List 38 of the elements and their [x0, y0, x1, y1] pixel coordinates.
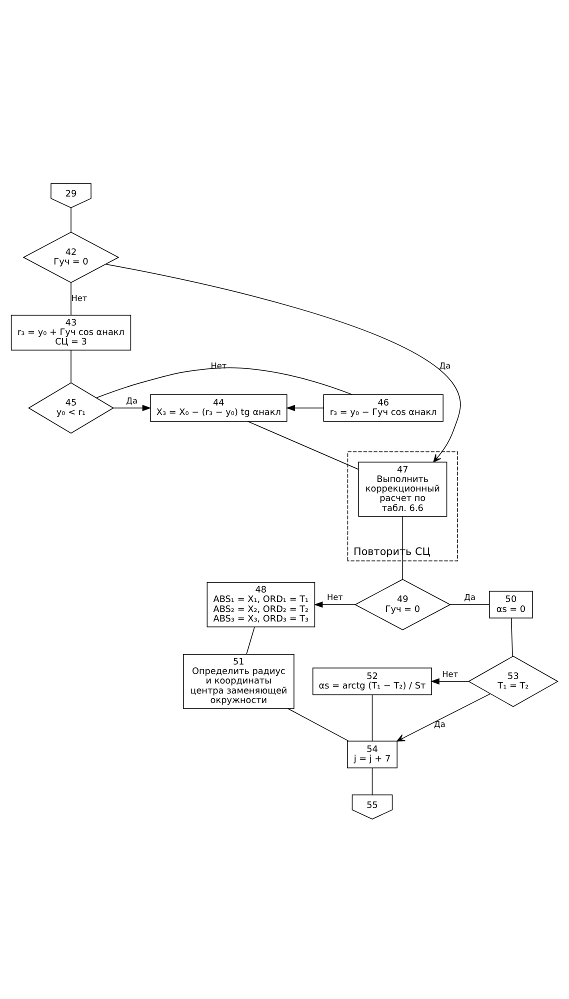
edge-label: Да	[464, 592, 476, 602]
node-box: 50 αs = 0	[489, 590, 533, 618]
connector	[287, 708, 349, 741]
node-box: 54 j = j + 7	[347, 740, 398, 768]
node-diamond: 53 T₁ = T₂	[468, 655, 558, 707]
edge-label: Нет	[442, 668, 458, 678]
node-box: 52 αs = arctg (T₁ − T₂) / Sт	[312, 667, 432, 695]
arrow	[430, 678, 470, 684]
node-diamond: 42 Гуч = 0	[22, 231, 120, 283]
arrow	[112, 404, 152, 411]
node-box: 51 Определить радиус и координаты центра заменяющей окружности	[183, 653, 294, 708]
arrow	[314, 601, 356, 608]
node-box: 46 r₃ = y₀ − Гуч cos αнакл	[323, 394, 444, 422]
connector	[402, 516, 404, 580]
connector	[96, 367, 353, 398]
connector	[70, 282, 72, 316]
edge-label: Нет	[71, 292, 88, 303]
connector	[372, 767, 373, 795]
edge-label: Да	[434, 718, 446, 728]
edge-label: Да	[126, 394, 138, 405]
connector	[247, 420, 359, 470]
connector	[70, 206, 72, 232]
node-box: 44 X₃ = X₀ − (r₃ − y₀) tg αнакл	[150, 394, 288, 422]
arrow	[106, 263, 461, 462]
arrow	[286, 404, 324, 411]
connector	[372, 694, 373, 741]
edge-label: Да	[439, 360, 451, 370]
edge-label: Нет	[210, 360, 227, 370]
node-diamond: 49 Гуч = 0	[354, 578, 451, 630]
node-box: 48 ABS₁ = X₁, ORD₁ = T₁ ABS₂ = X₂, ORD₂ = T₂ ABS₃ = X₃, ORD₃ = T₃	[206, 581, 316, 627]
node-box: 43 r₃ = y₀ + Гуч cos αнакл СЦ = 3	[10, 314, 132, 350]
edge-label: Нет	[327, 592, 343, 602]
node-box: 47 Выполнить коррекционный расчет по табл. 6.6	[358, 461, 448, 516]
node-diamond: 45 y₀ < r₁	[28, 382, 114, 434]
connector	[510, 617, 513, 656]
connector	[246, 626, 255, 654]
arrow	[396, 692, 491, 741]
connector	[70, 349, 72, 383]
